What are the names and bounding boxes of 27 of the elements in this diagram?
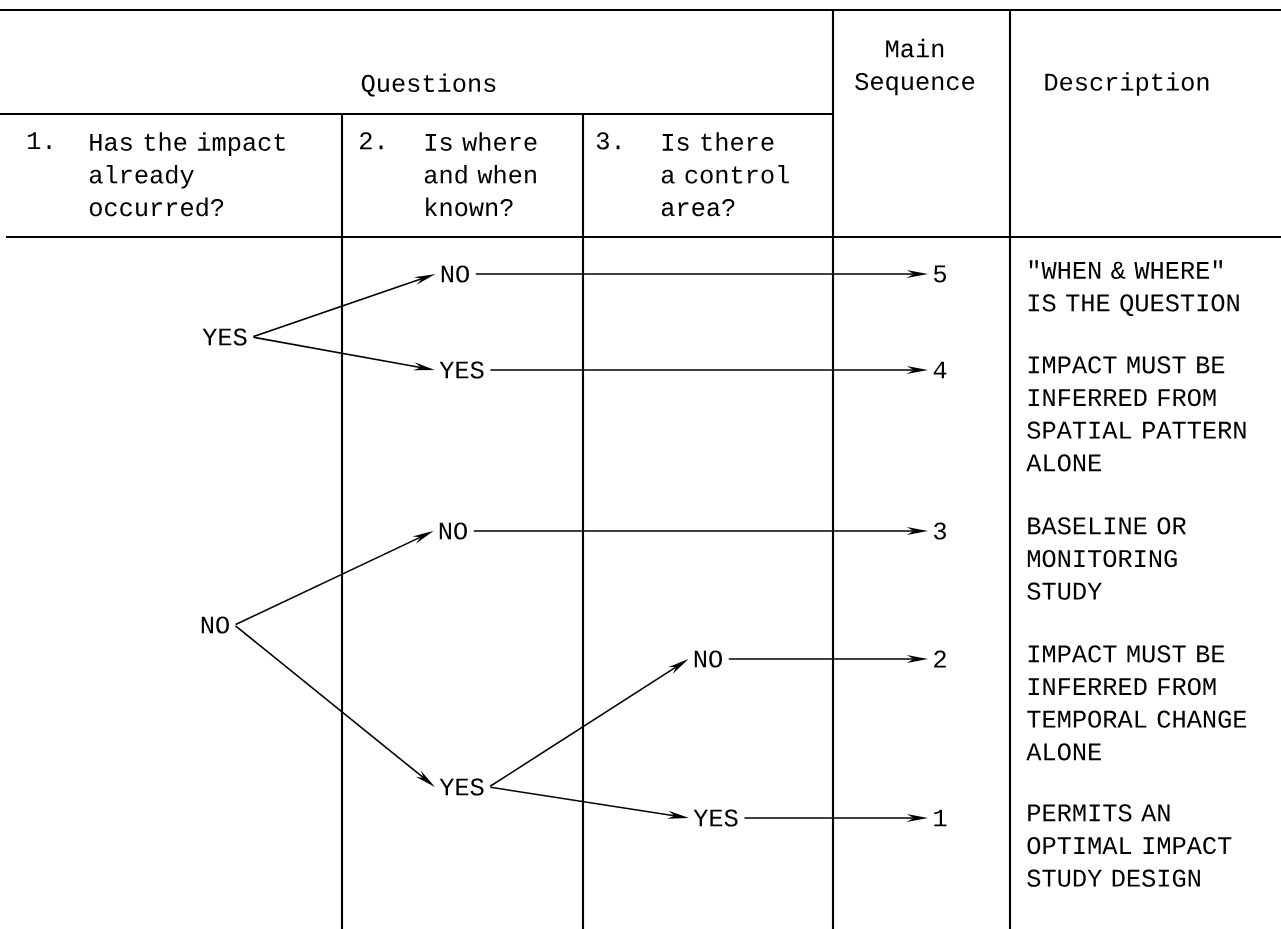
column-header: Description [1045, 72, 1209, 96]
column-header: Main Sequence [855, 38, 975, 96]
answer-label: NO [439, 522, 467, 540]
question-text: Is there a control area? [661, 132, 789, 217]
column-header: Questions [361, 73, 496, 97]
answer-label: YES [202, 328, 247, 346]
question-number: 1. [28, 132, 51, 149]
sequence-number: 2 [934, 650, 946, 668]
description-text: PERMITS AN OPTIMAL IMPACT STUDY DESIGN [1027, 804, 1232, 887]
sequence-number: 3 [934, 522, 946, 540]
sequence-number: 5 [934, 265, 946, 283]
sequence-number: 1 [934, 809, 947, 827]
answer-label: YES [439, 361, 484, 379]
description-text: IMPACT MUST BE INFERRED FROM TEMPORAL CHANGE ALONE [1026, 645, 1247, 761]
description-text: "WHEN & WHERE" IS THE QUESTION [1028, 260, 1239, 317]
answer-label: NO [694, 650, 722, 668]
question-text: Has the impact already occurred? [89, 132, 285, 217]
question-number: 3. [596, 132, 620, 150]
description-text: IMPACT MUST BE INFERRED FROM SPATIAL PATTERN ALONE [1026, 356, 1246, 472]
question-text: Is where and when known? [424, 132, 537, 217]
description-text: BASELINE OR MONITORING STUDY [1027, 517, 1187, 600]
answer-label: NO [201, 616, 229, 634]
answer-label: YES [693, 809, 738, 827]
sequence-number: 4 [933, 361, 947, 379]
answer-label: NO [441, 265, 469, 283]
question-number: 2. [360, 132, 383, 150]
answer-label: YES [439, 778, 484, 796]
